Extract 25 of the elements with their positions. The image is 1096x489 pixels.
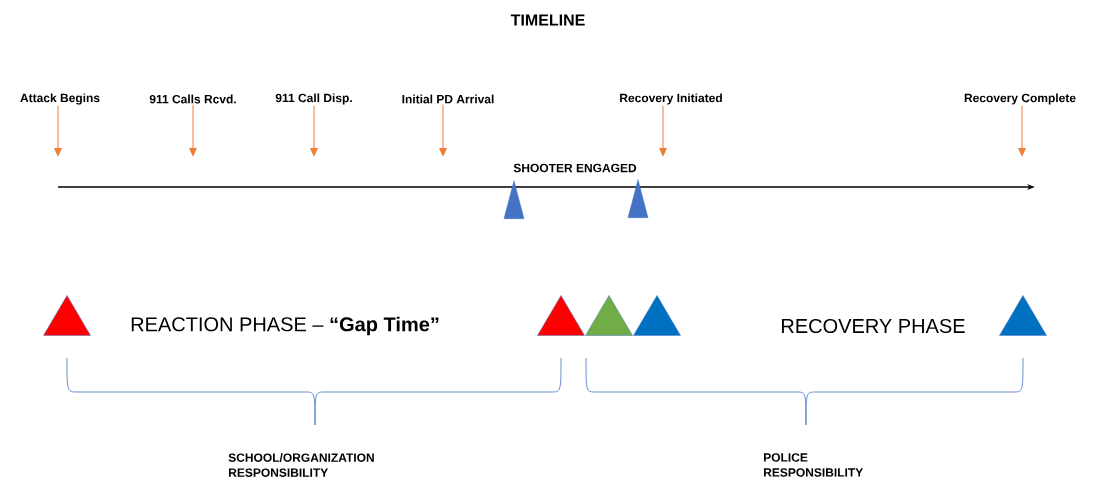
responsibility-label: SCHOOL/ORGANIZATION RESPONSIBILITY [228,453,374,477]
triangle-marker [633,295,681,336]
arrow [54,105,62,157]
triangle-marker [503,180,525,219]
shooter-label: SHOOTER ENGAGED [513,163,637,173]
event-label: 911 Call Disp. [275,93,352,105]
phase-label: RECOVERY PHASE [782,318,965,334]
arrow [310,105,318,157]
arrow [189,104,197,157]
triangle-marker [537,295,585,336]
arrow [1018,105,1026,157]
event-label: Attack Begins [20,93,100,105]
responsibility-label: POLICE RESPONSIBILITY [764,453,864,477]
title: TIMELINE [510,14,585,26]
phase-label: REACTION PHASE – “Gap Time” [131,316,439,336]
triangle-marker [627,179,649,218]
triangle-marker [585,295,633,336]
triangle-marker [43,295,91,336]
arrow [659,105,667,157]
arrow [439,104,447,157]
triangle-marker [999,295,1047,336]
event-label: Recovery Complete [964,93,1076,105]
event-label: Recovery Initiated [620,93,722,105]
event-label: Initial PD Arrival [402,94,494,104]
event-label: 911 Calls Rcvd. [149,94,236,104]
